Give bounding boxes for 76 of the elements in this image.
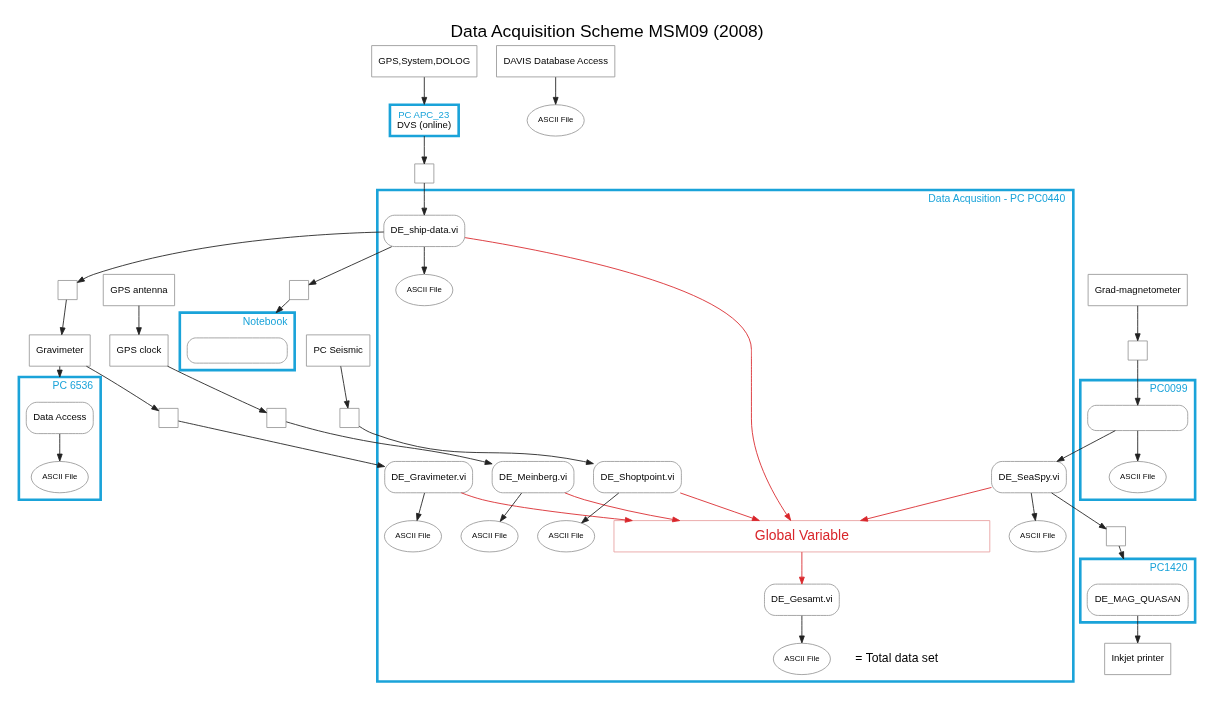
node-label: = Total data set <box>855 651 939 666</box>
node-box <box>339 407 360 428</box>
node-box <box>186 337 288 364</box>
arrow <box>679 492 760 521</box>
arrow <box>167 365 268 414</box>
node-ellipse: ASCII File <box>395 273 454 307</box>
arrow <box>340 365 350 409</box>
arrow <box>581 492 620 524</box>
node-ellipse: ASCII File <box>772 642 831 676</box>
node-ellipse: ASCII File <box>1108 461 1167 494</box>
arrow <box>308 246 393 286</box>
node-box: DE_ship-data.vi <box>383 214 466 247</box>
arrow <box>499 492 523 522</box>
arrow <box>464 237 792 521</box>
node-box: PC APC_23 DVS (online) <box>388 103 460 138</box>
node-box: Gravimeter <box>28 334 91 367</box>
arrow <box>177 420 386 468</box>
arrow <box>552 76 559 105</box>
arrow <box>56 433 63 462</box>
node-box <box>289 280 310 301</box>
node-ellipse: ASCII File <box>526 104 585 137</box>
arrow <box>358 425 594 465</box>
node-box: DAVIS Database Access <box>496 45 616 78</box>
arrow <box>1056 430 1116 462</box>
node-box <box>266 407 287 428</box>
node-ellipse: ASCII File <box>460 520 519 553</box>
arrow <box>1118 545 1125 560</box>
node-box <box>57 280 78 301</box>
arrow <box>564 492 681 523</box>
arrow <box>1051 492 1107 530</box>
arrow <box>136 305 142 336</box>
node-box <box>158 407 179 428</box>
diagram-title: Data Acquisition Scheme MSM09 (2008) <box>450 20 764 41</box>
arrow <box>1030 492 1038 522</box>
node-ellipse: ASCII File <box>30 461 89 494</box>
arrow <box>1134 359 1141 406</box>
node-box: Data Access <box>25 401 94 435</box>
node-box: Inkjet printer <box>1104 642 1172 676</box>
arrow <box>56 365 63 378</box>
node-box <box>1105 526 1126 547</box>
arrow <box>799 551 805 585</box>
arrow <box>460 492 633 523</box>
cluster: Notebook <box>178 311 296 372</box>
arrow <box>416 492 425 522</box>
arrow <box>1134 305 1141 342</box>
node-box: Global Variable <box>613 520 991 553</box>
node-box: GPS clock <box>109 334 169 367</box>
node-box: GPS,System,DOLOG <box>371 45 478 78</box>
arrow <box>421 135 428 165</box>
node-box: GPS antenna <box>102 273 176 307</box>
node-ellipse: ASCII File <box>537 520 596 553</box>
node-box: DE_Gesamt.vi <box>764 583 840 616</box>
node-box <box>1127 340 1148 361</box>
node-box: DE_Shoptpoint.vi <box>593 461 682 494</box>
arrow <box>86 365 160 412</box>
node-box: PC Seismic <box>305 334 371 367</box>
node-ellipse: ASCII File <box>1008 520 1067 553</box>
arrow <box>860 487 992 522</box>
node-box: Grad-magnetometer <box>1087 273 1188 307</box>
node-box: DE_Gravimeter.vi <box>384 461 473 494</box>
arrow <box>421 182 428 216</box>
arrow <box>1134 615 1141 644</box>
arrow <box>1134 430 1141 462</box>
node-box <box>414 163 435 184</box>
node-box: DE_SeaSpy.vi <box>991 461 1067 494</box>
arrow <box>76 231 385 283</box>
node-box <box>1087 404 1189 431</box>
node-ellipse: ASCII File <box>384 520 442 553</box>
arrow <box>275 299 291 314</box>
arrow <box>421 246 428 275</box>
arrow <box>59 299 67 336</box>
arrow <box>421 76 428 105</box>
node-box: DE_MAG_QUASAN <box>1086 583 1189 616</box>
arrow <box>285 421 493 465</box>
arrow <box>799 615 805 644</box>
node-box: DE_Meinberg.vi <box>491 461 575 494</box>
